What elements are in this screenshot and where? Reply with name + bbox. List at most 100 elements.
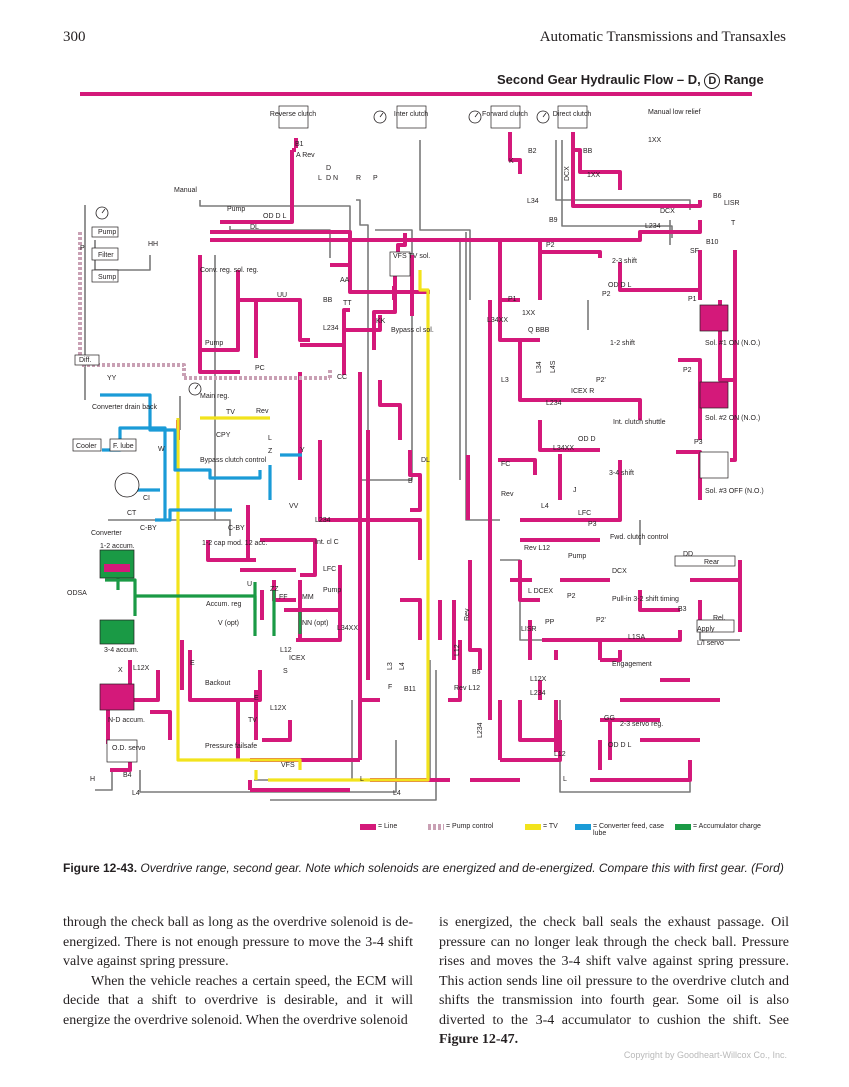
label-manual: Manual [174, 187, 197, 194]
cooler-box [72, 438, 102, 452]
label-f: F [388, 684, 392, 691]
rear-box [674, 555, 736, 567]
label-shift-34: 3-4 shift [609, 470, 634, 477]
label-bb: BB [583, 148, 593, 155]
legend-swatch-tv [525, 824, 541, 830]
label-tt: TT [343, 300, 352, 307]
label-l234-vertical: L234 [477, 722, 484, 738]
label-manual-n: N [333, 175, 338, 182]
label-od-d-l: OD D L [263, 213, 286, 220]
label-tv-mid: TV [226, 409, 235, 416]
sol2-body [699, 381, 729, 409]
label-l4-bottom: L4 [132, 790, 140, 797]
legend-label-accumulator: = Accumulator charge [693, 823, 761, 830]
label-l4s-vertical: L4S [550, 360, 557, 373]
label-pressure-failsafe: Pressure failsafe [205, 743, 257, 750]
label-pullin: Pull-in 3-2 shift timing [612, 596, 679, 603]
label-b: B [408, 478, 413, 485]
label-sol1: Sol. #1 ON (N.O.) [705, 340, 760, 347]
label-icex-r: ICEX R [571, 388, 594, 395]
label-1xx-b: 1XX [587, 172, 601, 179]
label-direct-clutch: Direct clutch [553, 111, 592, 118]
label-s: S [283, 668, 288, 675]
body-column-right: is energized, the check ball seals the e… [439, 913, 789, 1050]
label-l34: L34 [527, 198, 539, 205]
label-reverse-clutch: Reverse clutch [270, 111, 316, 118]
label-cc: CC [337, 374, 347, 381]
label-p2b: P2 [602, 291, 611, 298]
label-1xx: 1XX [648, 137, 662, 144]
label-nd-accum: N-D accum. [108, 717, 145, 724]
diagram-legend: = Line = Pump control = TV = Converter f… [360, 823, 790, 847]
forward-clutch-box [490, 105, 521, 129]
flube-box [109, 438, 137, 452]
tv-passages [176, 270, 430, 782]
label-p1-right: P1 [688, 296, 697, 303]
label-zz: ZZ [270, 586, 279, 593]
label-dcx-vertical: DCX [564, 166, 571, 181]
label-b11: B11 [404, 686, 416, 693]
label-w: W [158, 446, 165, 453]
converter-passages [100, 393, 302, 522]
label-manual-pos: D [326, 165, 331, 172]
label-j: J [573, 487, 577, 494]
label-l234-right: L234 [645, 223, 661, 230]
pump-box [91, 226, 119, 238]
label-q-bbb: Q BBB [528, 327, 550, 334]
label-p3: P3 [694, 439, 703, 446]
label-u: U [247, 581, 252, 588]
body-paragraph-1: through the check ball as long as the ov… [63, 915, 413, 969]
label-shift-23: 2-3 shift [612, 258, 637, 265]
label-ci: CI [143, 495, 150, 502]
label-lisr: LISR [724, 200, 740, 207]
label-tv-bottom: TV [248, 717, 257, 724]
label-manual-d: D [326, 175, 331, 182]
label-pump-mid: Pump [205, 340, 223, 347]
label-cpy: CPY [216, 432, 231, 439]
label-l34xx: L34XX [487, 317, 508, 324]
label-b2: B2 [528, 148, 537, 155]
label-p2-prime: P2' [596, 377, 606, 384]
label-rev-l12-b: Rev L12 [454, 685, 480, 692]
label-int-cl: Int. cl C [315, 539, 339, 546]
label-v-opt: V (opt) [218, 620, 239, 627]
label-ct: CT [127, 510, 137, 517]
label-l234-bottom: L234 [315, 517, 331, 524]
label-p3b: P3 [588, 521, 597, 528]
label-sol3: Sol. #3 OFF (N.O.) [705, 488, 764, 495]
copyright: Copyright by Goodheart-Willcox Co., Inc. [623, 1050, 787, 1060]
label-l3-vertical: L3 [387, 662, 394, 670]
diff-box [74, 354, 100, 366]
label-z: Z [268, 448, 273, 455]
figure-caption: Figure 12-43. Overdrive range, second ge… [63, 860, 789, 876]
inter-clutch-box [396, 105, 427, 129]
legend-swatch-converter [575, 824, 591, 830]
label-rel: Rel. [713, 615, 726, 622]
label-od-servo: O.D. servo [112, 745, 146, 752]
reverse-clutch-box [278, 105, 309, 129]
label-l-bottom2: L [563, 776, 567, 783]
label-y: Y [300, 447, 305, 454]
label-bb2: BB [323, 297, 333, 304]
label-lisr-bottom: LISR [521, 626, 537, 633]
label-vv: VV [289, 503, 299, 510]
legend-label-pump-control: = Pump control [446, 823, 494, 830]
figure-caption-text: Overdrive range, second gear. Note which… [140, 861, 784, 875]
label-manual-r: R [356, 175, 361, 182]
label-rev-vertical: Rev [464, 608, 471, 621]
label-pump-ac: Pump [323, 587, 341, 594]
label-main-reg: Main reg. [200, 393, 229, 400]
label-apply: Apply [697, 626, 715, 633]
label-dl: DL [250, 224, 259, 231]
label-a-rev: A Rev [296, 152, 315, 159]
label-rev-l12: Rev L12 [524, 545, 550, 552]
label-kk: KK [376, 318, 386, 325]
legend-swatch-accumulator [675, 824, 691, 830]
label-yy: YY [107, 375, 117, 382]
label-p2-sol: P2 [683, 367, 692, 374]
legend-item-accumulator: = Accumulator charge [675, 823, 765, 830]
diagram-title-suffix: Range [723, 72, 764, 87]
label-dcx-bottom: DCX [612, 568, 627, 575]
label-f-lube: F. lube [113, 443, 134, 450]
